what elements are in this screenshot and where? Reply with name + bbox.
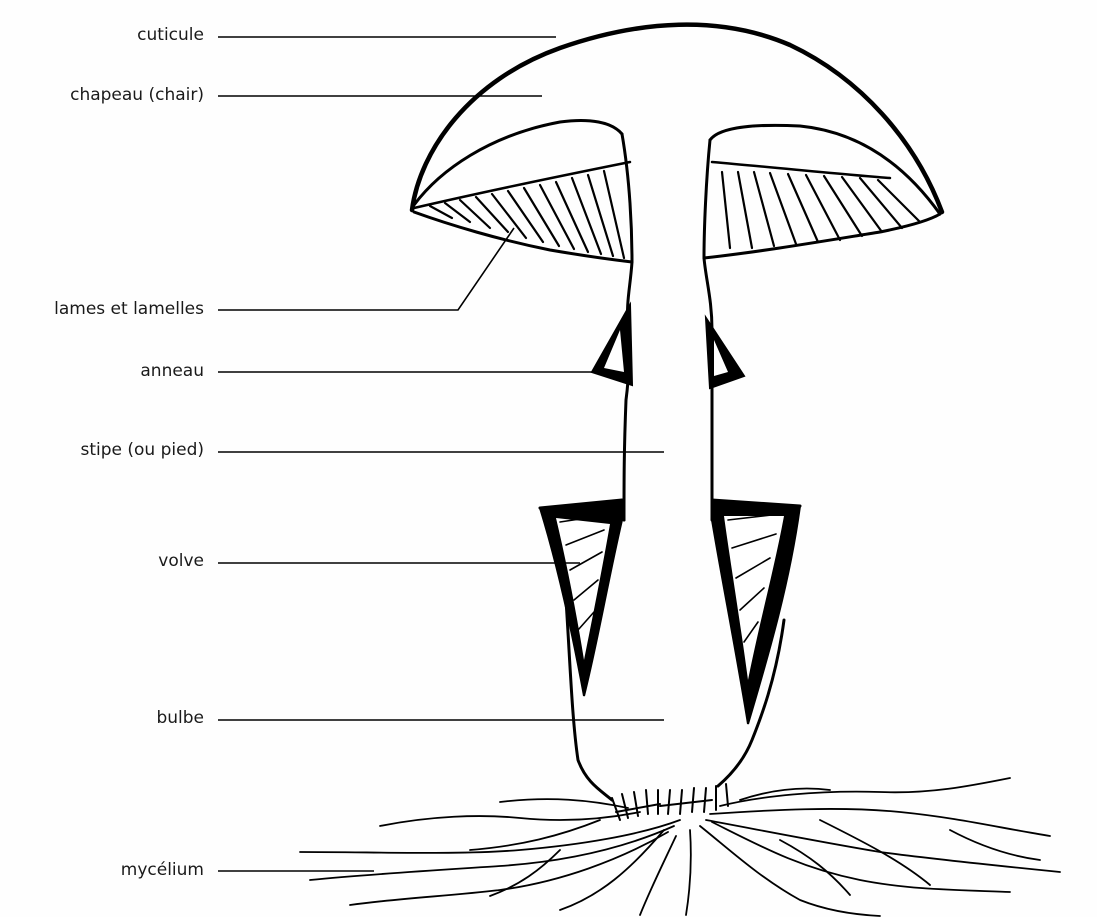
label-anneau: anneau (140, 361, 204, 381)
stipe (622, 134, 712, 520)
label-chapeau: chapeau (chair) (70, 85, 204, 105)
mycelium-threads (300, 778, 1060, 916)
leader-lines (218, 37, 664, 871)
leader-lames (218, 228, 514, 310)
label-cuticule: cuticule (137, 25, 204, 45)
cap (412, 25, 942, 262)
label-bulbe: bulbe (156, 708, 204, 728)
label-volve: volve (158, 551, 204, 571)
label-lames: lames et lamelles (54, 299, 204, 319)
label-stipe: stipe (ou pied) (80, 440, 204, 460)
label-mycelium: mycélium (121, 860, 204, 880)
gills-right (722, 172, 920, 248)
ring (592, 305, 744, 388)
volve (540, 500, 800, 724)
